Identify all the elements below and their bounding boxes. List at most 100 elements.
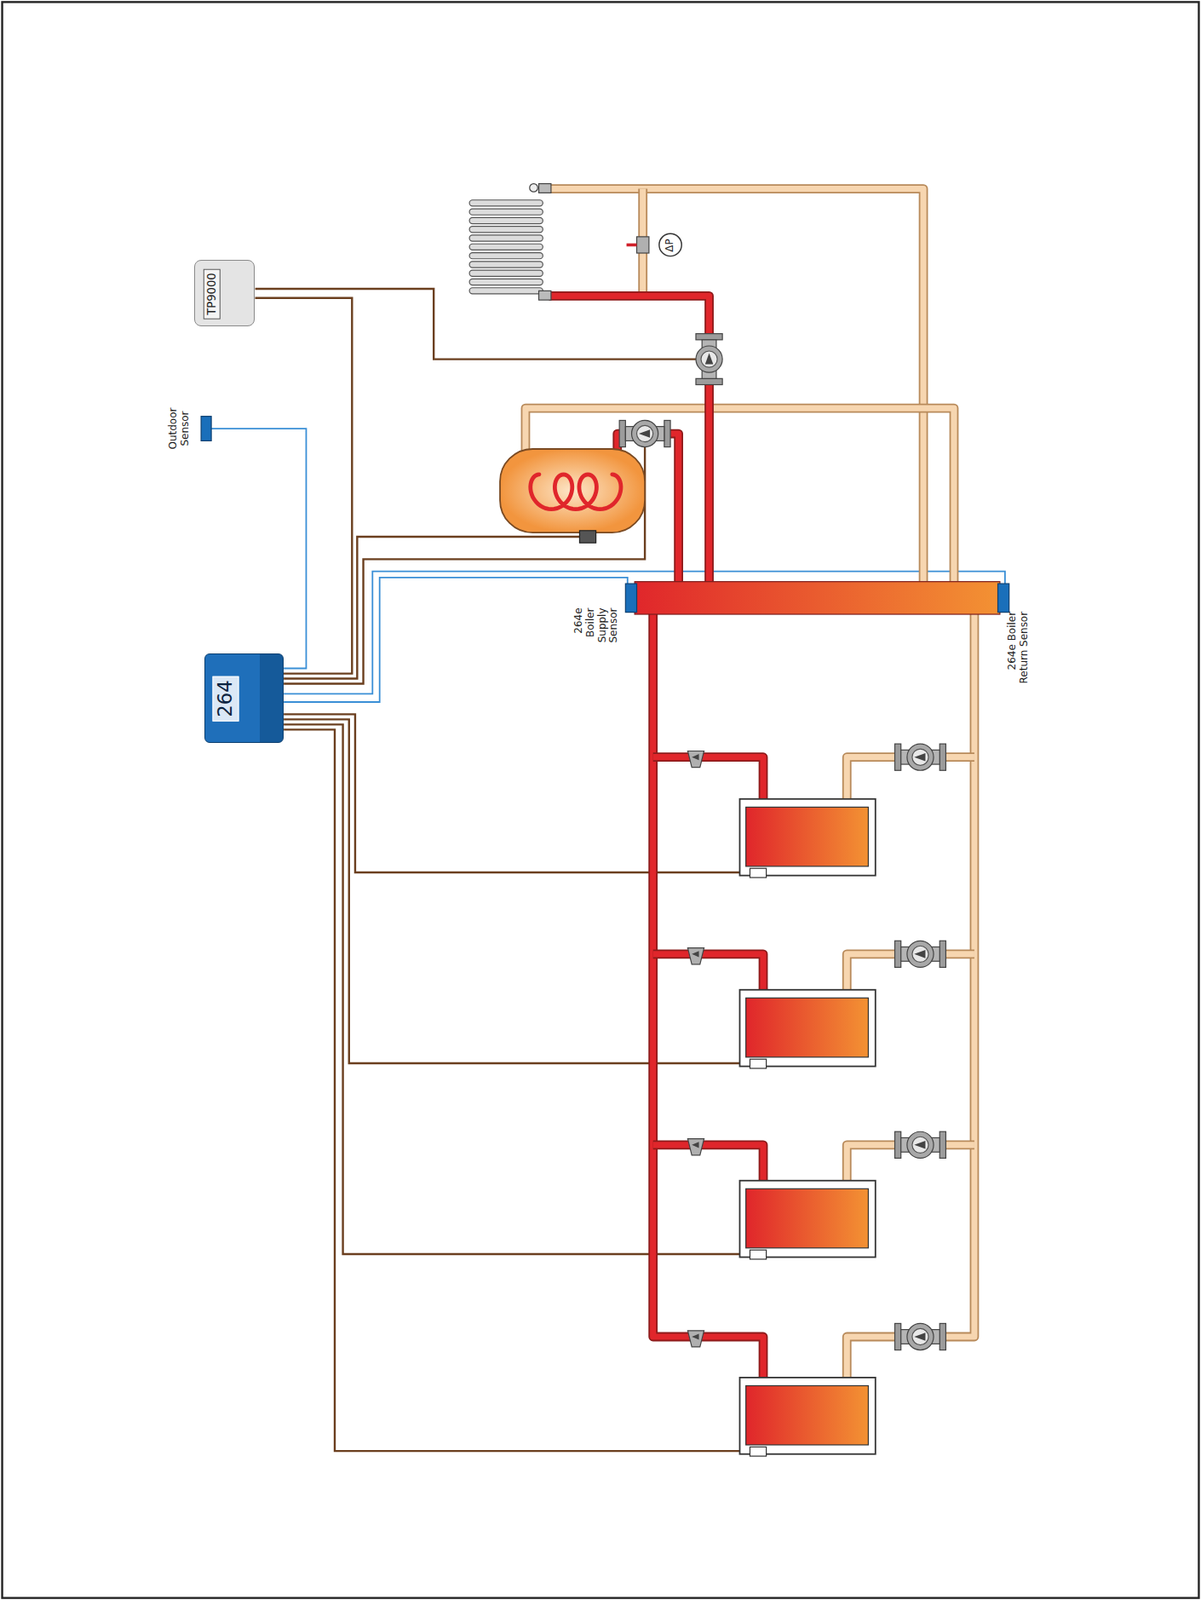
control-wire: [283, 577, 628, 702]
boiler-part: [746, 1188, 869, 1247]
boiler-part: [749, 1058, 766, 1069]
pipe: [525, 189, 975, 1380]
check-valve-part: [687, 1138, 704, 1156]
header: [625, 581, 1009, 615]
circulator-pump-part: [913, 752, 926, 762]
circulator-pump-part: [939, 1131, 946, 1158]
pipe-outline: [943, 612, 975, 1337]
circulator-pump-part: [664, 419, 671, 447]
device-label: TP9000: [202, 269, 220, 320]
return-pipe: [846, 1336, 898, 1380]
pipe-outline: [846, 1336, 898, 1380]
return-pipe: [943, 1141, 975, 1148]
circulator-pump-part: [912, 748, 929, 765]
supply-pipe: [653, 757, 764, 802]
circulator-pump-part: [913, 1140, 926, 1150]
return-pipe: [943, 753, 975, 760]
control-wire: [283, 713, 750, 873]
pipe-outline: [943, 1139, 975, 1150]
radiator-part: [529, 183, 539, 193]
circulator-pump-part: [907, 940, 934, 967]
pipe-outline: [846, 1144, 898, 1183]
check-valve-part: [687, 948, 704, 965]
boiler-part: [749, 867, 766, 878]
boiler-part: [749, 1446, 766, 1456]
circulator-pump: [895, 940, 947, 967]
circulator-pump-part: [895, 1322, 902, 1350]
outdoor-sensor: [201, 416, 212, 442]
circulator-pump-part: [907, 1131, 934, 1158]
check-valve-part: [691, 1141, 699, 1148]
circulator-pump: [895, 1322, 947, 1350]
check-valve-part: [691, 1333, 699, 1339]
check-valve-part: [691, 950, 699, 957]
circulator-pump-part: [913, 1332, 926, 1341]
circulator-pump-part: [705, 352, 714, 364]
boiler-part: [749, 1249, 766, 1259]
circulator-pump: [619, 419, 671, 447]
radiator-part: [539, 290, 552, 300]
boiler-part: [739, 1377, 875, 1454]
circulator-pump: [895, 743, 947, 771]
circulator-pump-part: [912, 1136, 929, 1153]
boiler-part: [746, 1384, 869, 1444]
equipment: [201, 183, 1010, 1457]
pipe-outline: [653, 757, 764, 802]
check-valve: [687, 1138, 704, 1156]
thermostat-box: TP9000: [194, 259, 256, 327]
control-wire: [211, 288, 1006, 1451]
boiler: [739, 1377, 875, 1456]
circulator-pump-part: [912, 945, 929, 962]
pipe-outline: [549, 295, 710, 584]
return-pipe: [846, 1144, 898, 1183]
circulator-pump-part: [895, 1131, 902, 1158]
circulator-pump-part: [895, 940, 902, 967]
boiler: [739, 989, 875, 1069]
radiator-part: [469, 226, 543, 233]
check-valve-part: [687, 751, 704, 768]
circulator-pump-part: [695, 333, 723, 340]
return-pipe: [846, 757, 898, 802]
radiator-part: [469, 243, 543, 250]
boiler-part: [739, 989, 875, 1067]
pipe-outline: [653, 1144, 764, 1183]
indirect-tank-part: [530, 474, 621, 510]
bypass-valve: [626, 236, 650, 253]
supply-pipe: [653, 1144, 764, 1183]
circulator-pump-part: [638, 429, 650, 438]
bypass-valve-part: [637, 236, 650, 253]
boiler: [739, 1180, 875, 1259]
radiator-part: [539, 183, 552, 194]
boiler: [739, 798, 875, 878]
radiator-part: [469, 208, 543, 215]
circulator-pump-part: [907, 1322, 934, 1350]
circulator-pump-part: [637, 425, 654, 442]
boiler-part: [746, 806, 869, 866]
header-part: [625, 583, 637, 613]
control-wire: [283, 718, 750, 1064]
pipe-outline: [653, 953, 764, 992]
controller-box: 264: [204, 653, 284, 743]
check-valve: [687, 948, 704, 965]
radiator-part: [469, 252, 543, 259]
circulator-pump-part: [701, 350, 718, 368]
device-label: 264: [212, 676, 239, 722]
control-wire: [283, 571, 1006, 695]
radiator: [469, 183, 552, 301]
check-valve: [687, 1330, 704, 1347]
return-pipe: [846, 953, 898, 992]
indirect-tank-part: [499, 448, 645, 533]
circulator-pump-part: [939, 1322, 946, 1350]
circulator-pump-part: [695, 345, 723, 373]
circulator-pump-part: [912, 1327, 929, 1345]
bypass-valve-part: [626, 243, 638, 248]
return-pipe: [943, 950, 975, 957]
pipe-outline: [943, 752, 975, 762]
circulator-pump-part: [939, 743, 946, 771]
boiler-part: [746, 997, 869, 1057]
supply-pipe: [653, 953, 764, 992]
indirect-tank: [499, 448, 645, 543]
